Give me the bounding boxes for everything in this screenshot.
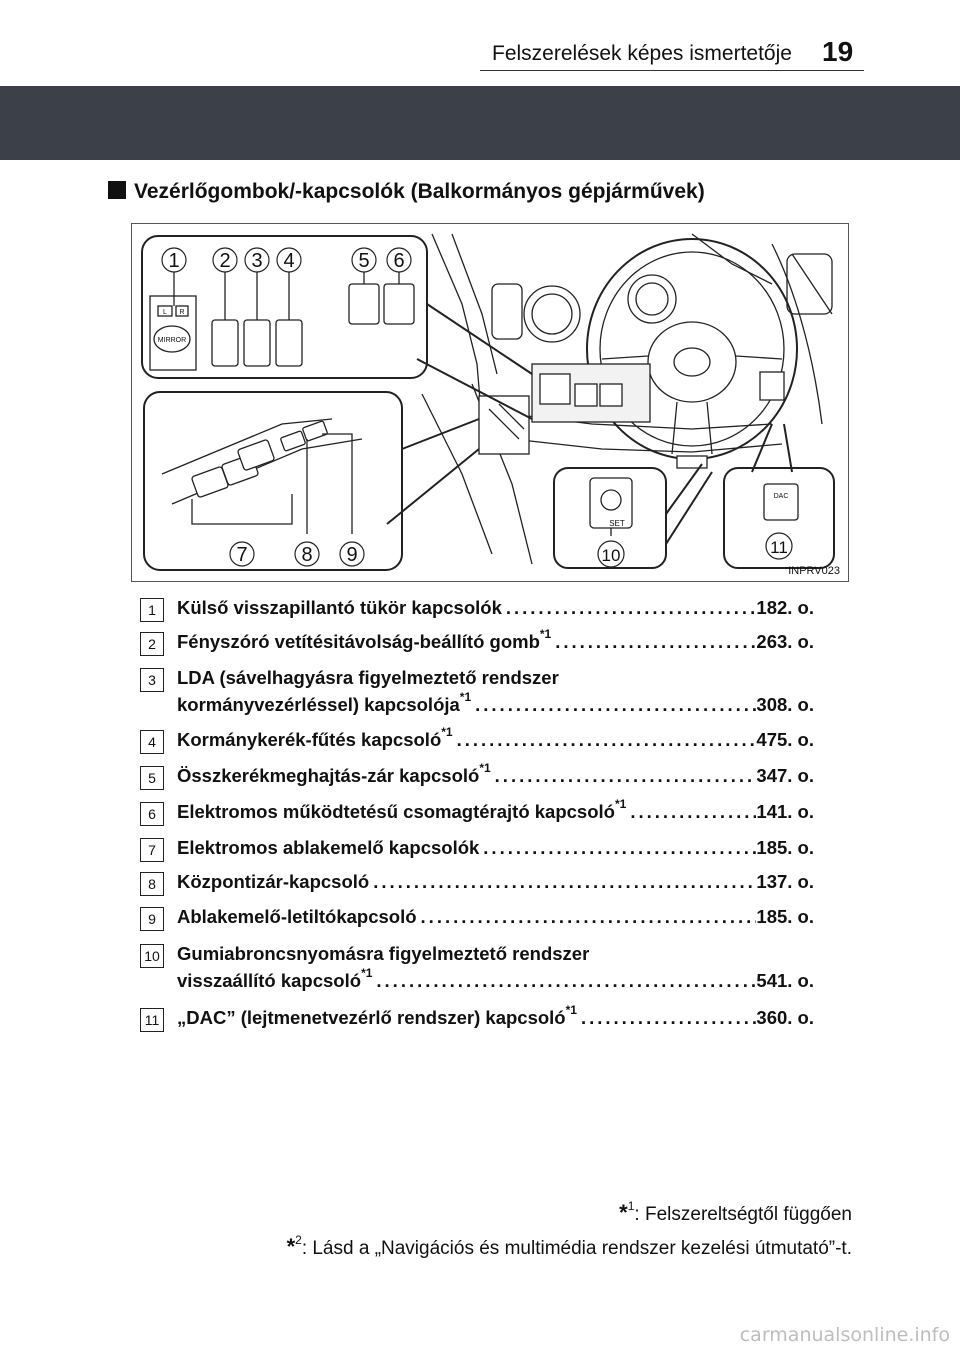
mirror-label: MIRROR (158, 337, 186, 344)
item-page: 263. o. (756, 631, 814, 652)
item-text-line1: Gumiabroncsnyomásra figyelmeztető rendsz… (177, 943, 590, 964)
item-number: 9 (140, 907, 164, 931)
callout-2: 2 (219, 250, 230, 272)
footnote-text: : Felszereltségtől függően (634, 1204, 852, 1225)
item-page: 137. o. (756, 871, 814, 892)
item-footnote-ref: *1 (361, 965, 373, 980)
item-page: 185. o. (756, 837, 814, 858)
item-number: 8 (140, 872, 164, 896)
callout-11: 11 (770, 538, 788, 557)
callout-5: 5 (358, 250, 369, 272)
item-text: „DAC” (lejtmenetvezérlő rendszer) kapcso… (177, 1007, 566, 1028)
item-page: 185. o. (756, 906, 814, 927)
callout-1: 1 (168, 250, 179, 272)
footnote-number: 2 (295, 1232, 302, 1247)
callout-9: 9 (346, 544, 357, 566)
footnote-1: *1: Felszereltségtől függően (619, 1200, 852, 1226)
item-footnote-ref: *1 (479, 760, 491, 775)
item-number: 11 (140, 1008, 164, 1032)
item-text: visszaállító kapcsoló (177, 970, 362, 991)
item-number: 7 (140, 838, 164, 862)
set-label: SET (609, 519, 625, 528)
item-text: Elektromos működtetésű csomagtérajtó kap… (177, 801, 615, 822)
callout-7: 7 (236, 544, 247, 566)
item-text: Ablakemelő-letiltókapcsoló (177, 906, 417, 927)
item-number: 5 (140, 766, 164, 790)
item-text: Külső visszapillantó tükör kapcsolók (177, 597, 502, 618)
item-page: 182. o. (756, 597, 814, 618)
item-text: Összkerékmeghajtás-zár kapcsoló (177, 765, 480, 786)
item-footnote-ref: *1 (565, 1002, 577, 1017)
item-footnote-ref: *1 (441, 724, 453, 739)
item-text-line1: LDA (sávelhagyásra figyelmeztető rendsze… (177, 667, 559, 688)
item-number: 4 (140, 730, 164, 754)
footnote-2: *2: Lásd a „Navigációs és multimédia ren… (287, 1234, 852, 1260)
dashboard-figure: 1 2 3 4 5 6 7 8 9 10 11 MIRROR L R SET D… (131, 223, 849, 582)
header-rule (480, 70, 864, 71)
item-footnote-ref: *1 (539, 626, 552, 641)
item-number: 3 (140, 668, 164, 692)
footnote-text: : Lásd a „Navigációs és multimédia rends… (301, 1238, 852, 1259)
item-text: Fényszóró vetítésitávolság-beállító gomb (177, 631, 540, 652)
figure-code: INPRV023 (788, 565, 840, 577)
mirror-l-label: L (163, 309, 167, 316)
item-text: Központizár-kapcsoló (177, 871, 370, 892)
header-band (0, 86, 960, 160)
item-number: 2 (140, 632, 164, 656)
item-footnote-ref: *1 (614, 796, 627, 811)
item-page: 541. o. (756, 970, 814, 991)
item-page: 308. o. (756, 694, 814, 715)
item-page: 360. o. (756, 1007, 814, 1028)
callout-4: 4 (283, 250, 294, 272)
callout-8: 8 (301, 544, 312, 566)
dac-label: DAC (774, 493, 789, 500)
item-text: kormányvezérléssel) kapcsolója (177, 694, 460, 715)
callout-3: 3 (251, 250, 262, 272)
footnote-number: 1 (627, 1198, 635, 1213)
item-text: Elektromos ablakemelő kapcsolók (177, 837, 480, 858)
item-page: 141. o. (756, 801, 814, 822)
item-page: 347. o. (756, 765, 814, 786)
footnote-star: * (286, 1234, 296, 1259)
section-square-icon (108, 181, 126, 199)
dashboard-illustration: 1 2 3 4 5 6 7 8 9 10 11 MIRROR L R SET D… (141, 233, 835, 571)
item-footnote-ref: *1 (459, 689, 472, 704)
item-number: 10 (140, 944, 164, 968)
callout-6: 6 (393, 250, 404, 272)
item-text: Kormánykerék-fűtés kapcsoló (177, 729, 442, 750)
page-header-title: Felszerelések képes ismertetője (492, 42, 792, 65)
callout-10: 10 (602, 546, 621, 565)
page-number: 19 (822, 36, 854, 67)
item-page: 475. o. (756, 729, 814, 750)
footnote-star: * (619, 1200, 628, 1225)
mirror-r-label: R (179, 309, 184, 316)
watermark: carmanualsonline.info (739, 1324, 950, 1346)
item-number: 1 (140, 598, 164, 622)
item-number: 6 (140, 802, 164, 826)
section-title: Vezérlőgombok/-kapcsolók (Balkormányos g… (108, 180, 705, 204)
